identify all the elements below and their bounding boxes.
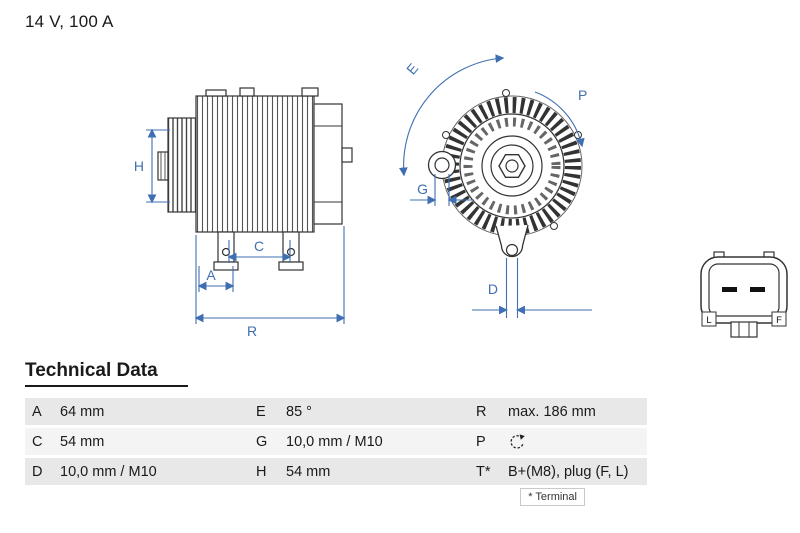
terminal-stub	[341, 147, 353, 163]
spec-value: B+(M8), plug (F, L)	[508, 463, 629, 480]
spec-value	[501, 433, 647, 451]
alternator-technical-drawing: H A C R	[134, 54, 788, 339]
spec-value: 10,0 mm / M10	[286, 433, 383, 450]
rear-cover	[313, 103, 343, 225]
dimension-H: H	[134, 128, 170, 204]
spec-key: H	[256, 463, 267, 480]
dimension-R: R	[194, 226, 346, 339]
dimension-label-p: P	[578, 87, 587, 103]
spec-key: D	[32, 463, 43, 480]
spec-key: E	[256, 403, 266, 420]
dimension-label-d: D	[488, 281, 498, 297]
spec-value: 85 °	[286, 403, 312, 420]
dimension-G: G	[410, 174, 474, 206]
table-row: C 54 mm G 10,0 mm / M10 P	[25, 428, 647, 455]
front-view-drawing	[427, 89, 583, 258]
dimension-label-h: H	[134, 158, 144, 174]
dimension-P: P	[534, 87, 587, 148]
spec-key: P	[476, 433, 486, 450]
spec-value: 64 mm	[60, 403, 105, 420]
connector-pin-label-f: F	[776, 315, 782, 326]
dimension-label-g: G	[417, 181, 428, 197]
spec-key: A	[32, 403, 42, 420]
terminal-footnote: * Terminal	[520, 488, 585, 506]
technical-data-title: Technical Data	[25, 360, 188, 387]
side-view-drawing	[157, 87, 353, 271]
technical-data-section: Technical Data A 64 mm E 85 ° R max. 186…	[25, 360, 647, 506]
dimension-D: D	[472, 258, 592, 318]
pulley	[167, 117, 197, 213]
spec-key: G	[256, 433, 268, 450]
dimension-C: C	[227, 238, 292, 263]
connector-drawing: L F	[700, 251, 788, 338]
connector-tab	[730, 321, 758, 338]
dimension-label-a: A	[206, 267, 216, 283]
terminal-slot	[750, 287, 765, 292]
terminal-slot	[722, 287, 737, 292]
table-row: D 10,0 mm / M10 H 54 mm T* B+(M8), plug …	[25, 458, 647, 485]
spec-value: 54 mm	[286, 463, 331, 480]
spec-value: 10,0 mm / M10	[60, 463, 157, 480]
table-row: A 64 mm E 85 ° R max. 186 mm	[25, 398, 647, 425]
voltage-amperage-label: 14 V, 100 A	[25, 12, 114, 31]
spec-value: 54 mm	[60, 433, 105, 450]
spec-key: R	[476, 403, 487, 420]
dimension-label-c: C	[254, 238, 264, 254]
dimension-label-r: R	[247, 323, 257, 339]
cooling-fin-ring	[443, 97, 581, 235]
spec-value: max. 186 mm	[508, 403, 596, 420]
dimension-label-e: E	[403, 60, 421, 77]
connector-pin-label-l: L	[706, 315, 711, 326]
spec-key: C	[32, 433, 43, 450]
stator-body	[195, 95, 315, 233]
bottom-mounting-arm	[495, 224, 529, 258]
rotation-clockwise-icon	[510, 433, 525, 449]
spec-key: T*	[476, 463, 491, 480]
dimension-A: A	[197, 266, 235, 292]
